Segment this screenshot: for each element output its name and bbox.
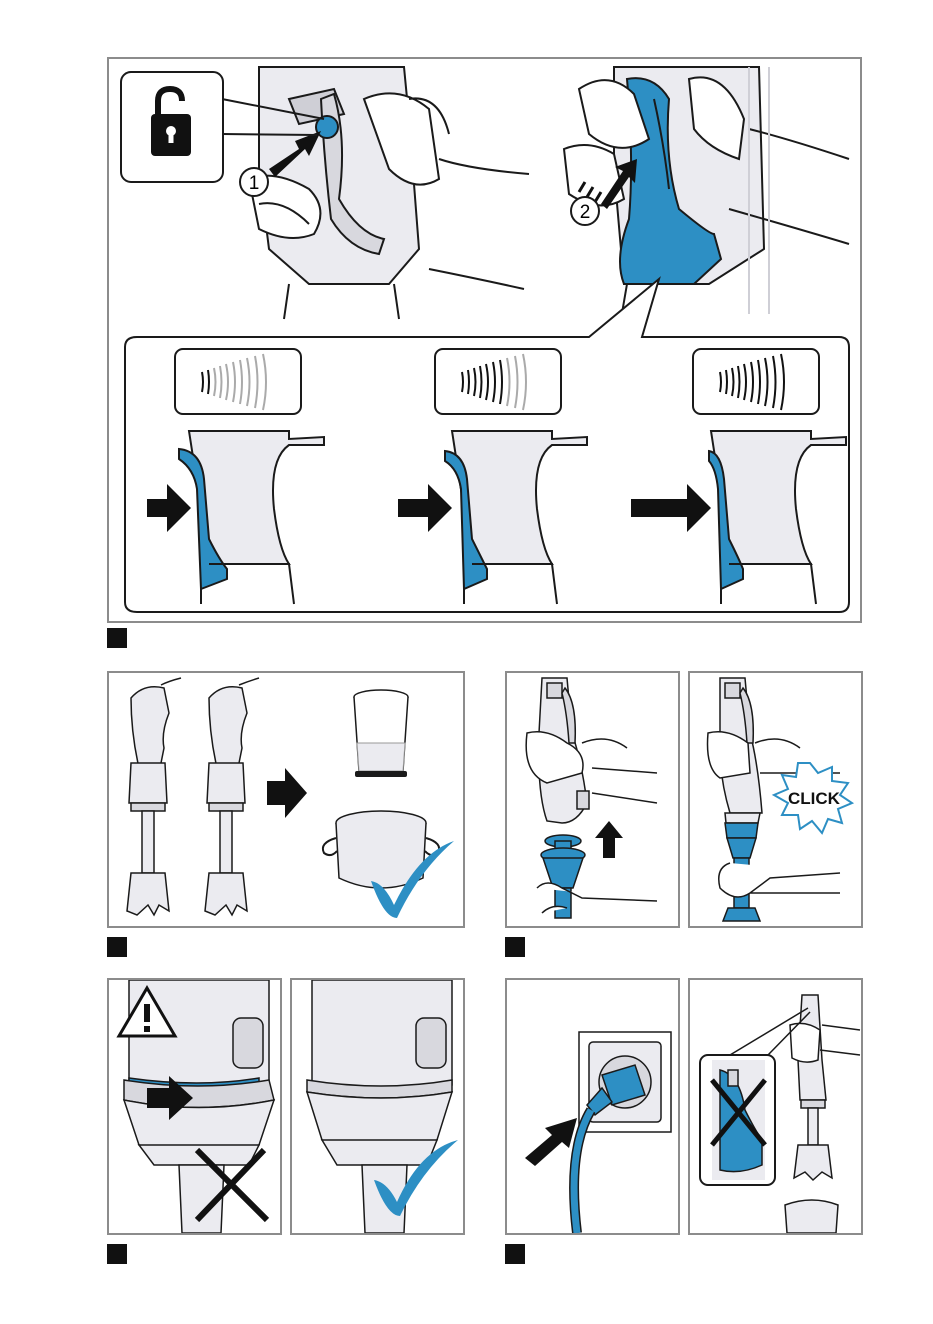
hand-blender-2	[205, 678, 259, 915]
arrow-right-icon	[267, 768, 307, 818]
device-unlock-scene: 1	[240, 67, 529, 319]
figure-marker-a	[107, 628, 127, 648]
speed-level-medium	[435, 349, 561, 414]
do-not-lock-illustration	[690, 980, 861, 1233]
insert-arrow-icon	[525, 1118, 577, 1166]
attach-shaft-illustration-1	[507, 673, 678, 926]
measuring-beaker	[354, 690, 408, 777]
containers-illustration	[109, 673, 463, 926]
figure-speed-control: 1	[107, 57, 862, 623]
figure-attach-shaft-2: CLICK	[688, 671, 863, 928]
device-speed-scene: 2	[564, 67, 849, 319]
figure-marker-e	[505, 1244, 525, 1264]
speed-level-low	[175, 349, 301, 414]
figure-marker-d	[107, 1244, 127, 1264]
speed-level-high	[693, 349, 819, 414]
figure-plug-in	[505, 978, 680, 1235]
figure-seating-wrong	[107, 978, 282, 1235]
figure-marker-b	[107, 937, 127, 957]
click-label: CLICK	[788, 789, 841, 808]
seating-wrong-illustration	[109, 980, 280, 1233]
plug-in-illustration	[507, 980, 678, 1233]
step-2-label: 2	[580, 202, 591, 223]
blender-shaft-blue	[541, 835, 585, 918]
figure-do-not-lock	[688, 978, 863, 1235]
seating-correct-illustration	[292, 980, 463, 1233]
speed-control-illustration: 1	[109, 59, 860, 621]
attach-shaft-illustration-2: CLICK	[690, 673, 861, 926]
figure-marker-c	[505, 937, 525, 957]
arrow-up-icon	[595, 821, 623, 858]
figure-attach-shaft-1	[505, 671, 680, 928]
figure-seating-correct	[290, 978, 465, 1235]
figure-use-containers	[107, 671, 465, 928]
cooking-pot	[323, 811, 439, 888]
hand-blender-standing	[785, 995, 860, 1233]
step-1-label: 1	[249, 173, 260, 194]
hand-blender-1	[127, 678, 181, 915]
